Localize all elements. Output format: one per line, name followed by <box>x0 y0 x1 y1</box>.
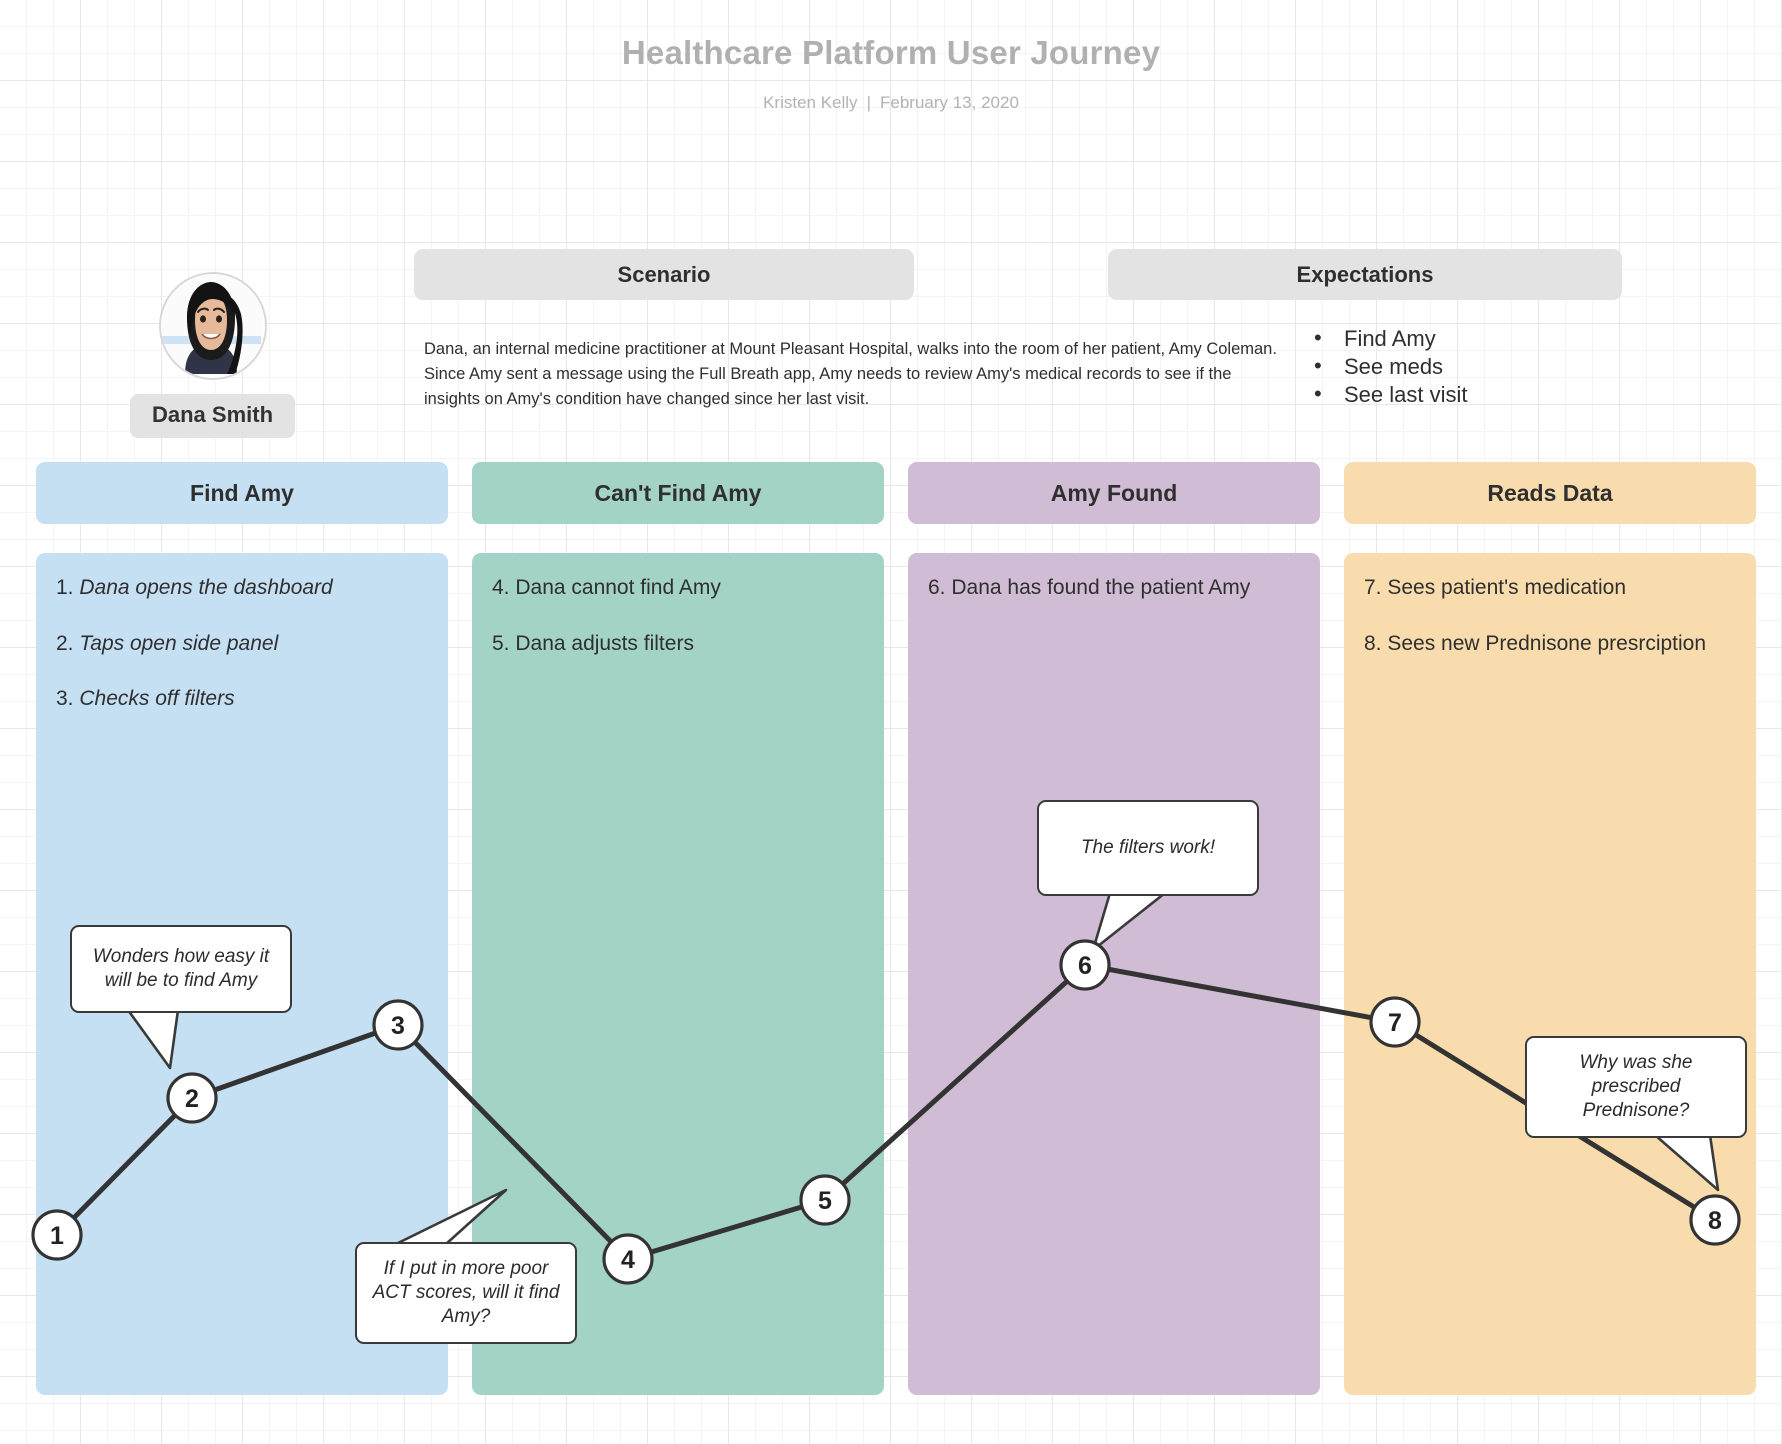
expectations-list: Find Amy See meds See last visit <box>1308 324 1468 409</box>
persona-block: Dana Smith <box>130 272 295 438</box>
speech-bubble: Wonders how easy it will be to find Amy <box>70 925 292 1013</box>
step-list-cant-find-amy: 4. Dana cannot find Amy 5. Dana adjusts … <box>492 574 864 685</box>
page-title: Healthcare Platform User Journey <box>621 34 1161 71</box>
step-text: Dana opens the dashboard <box>79 576 333 599</box>
speech-bubble: If I put in more poor ACT scores, will i… <box>355 1242 577 1344</box>
avatar <box>158 272 267 380</box>
speech-bubble: The filters work! <box>1037 800 1259 896</box>
step-text: Dana cannot find Amy <box>515 576 721 599</box>
step-item: 5. Dana adjusts filters <box>492 630 864 658</box>
speech-bubble: Why was she prescribed Prednisone? <box>1525 1036 1747 1138</box>
expectations-heading: Expectations <box>1108 249 1622 300</box>
step-number: 1. <box>56 576 74 599</box>
expectation-item: See last visit <box>1308 380 1468 409</box>
step-item: 8. Sees new Prednisone presrciption <box>1364 630 1736 658</box>
step-number: 7. <box>1364 576 1382 599</box>
journey-band-amy-found <box>908 553 1320 1395</box>
step-text: Sees new Prednisone presrciption <box>1387 631 1707 655</box>
scenario-body: Dana, an internal medicine practitioner … <box>424 340 1277 409</box>
column-header-cant-find-amy: Can't Find Amy <box>472 462 884 524</box>
step-number: 4. <box>492 576 510 599</box>
column-header-amy-found: Amy Found <box>908 462 1320 524</box>
step-number: 5. <box>492 631 510 655</box>
step-list-find-amy: 1. Dana opens the dashboard 2. Taps open… <box>56 574 428 741</box>
step-number: 2. <box>56 631 74 655</box>
step-item: 2. Taps open side panel <box>56 630 428 658</box>
step-text: Taps open side panel <box>79 631 279 655</box>
step-item: 6. Dana has found the patient Amy <box>928 574 1300 602</box>
scenario-heading: Scenario <box>414 249 914 300</box>
step-item: 1. Dana opens the dashboard <box>56 574 428 602</box>
byline-date: February 13, 2020 <box>879 93 1019 112</box>
step-number: 8. <box>1364 631 1382 655</box>
step-list-reads-data: 7. Sees patient's medication 8. Sees new… <box>1364 574 1736 685</box>
step-item: 7. Sees patient's medication <box>1364 574 1736 602</box>
persona-name: Dana Smith <box>130 394 295 438</box>
byline-separator: | <box>866 93 871 112</box>
expectation-item: Find Amy <box>1308 324 1468 353</box>
byline: Kristen Kelly | February 13, 2020 <box>0 93 1782 113</box>
byline-author: Kristen Kelly <box>763 93 858 112</box>
column-header-reads-data: Reads Data <box>1344 462 1756 524</box>
column-header-find-amy: Find Amy <box>36 462 448 524</box>
expectation-item: See meds <box>1308 352 1468 381</box>
user-photo-avatar-icon <box>160 274 261 374</box>
step-number: 3. <box>56 687 74 711</box>
step-text: Dana adjusts filters <box>515 631 694 655</box>
step-text: Dana has found the patient Amy <box>951 576 1251 599</box>
step-text: Checks off filters <box>79 687 235 711</box>
step-list-amy-found: 6. Dana has found the patient Amy <box>928 574 1300 630</box>
step-item: 4. Dana cannot find Amy <box>492 574 864 602</box>
step-item: 3. Checks off filters <box>56 685 428 713</box>
step-text: Sees patient's medication <box>1387 576 1627 599</box>
step-number: 6. <box>928 576 946 599</box>
